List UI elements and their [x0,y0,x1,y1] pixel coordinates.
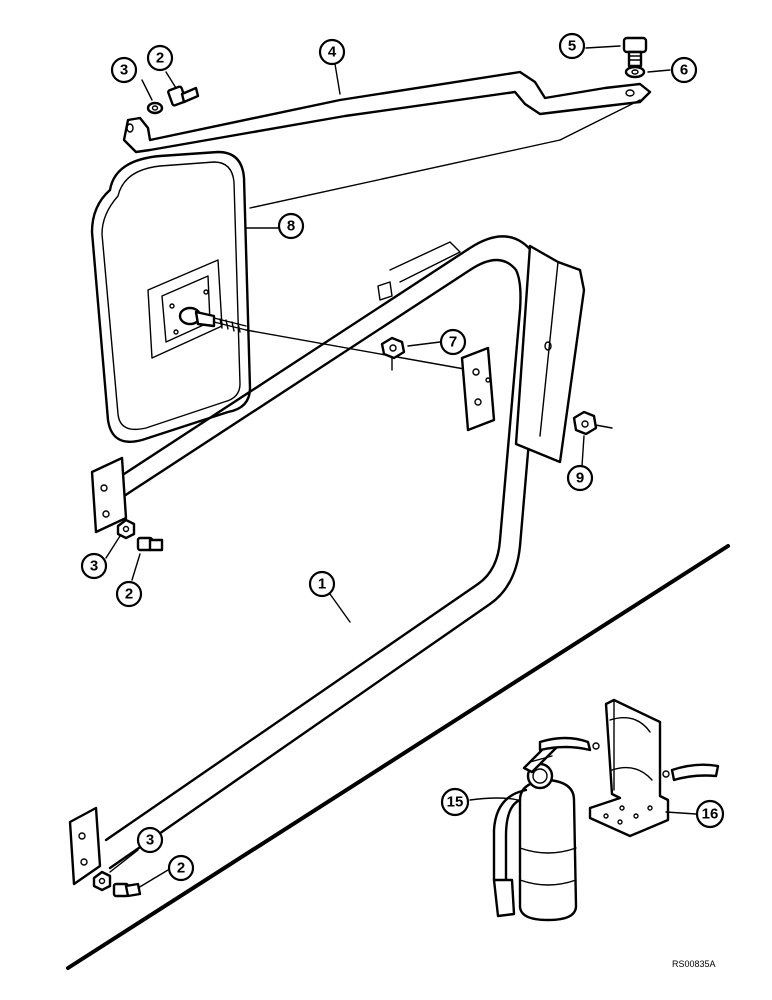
callout-9: 9 [566,464,594,492]
bolt-part-2-upper [167,85,200,107]
nut-part-9 [572,410,598,436]
callout-4: 4 [318,38,346,66]
bolt-part-2-lower [112,882,142,898]
callout-8: 8 [277,212,305,240]
svg-text:5: 5 [568,38,576,55]
mirror-part-8 [90,150,252,443]
svg-text:3: 3 [90,558,98,575]
svg-text:2: 2 [125,586,133,603]
nut-part-3-upper [146,101,164,115]
svg-text:3: 3 [146,832,154,849]
callout-7: 7 [439,328,467,356]
callout-2-lower: 2 [167,854,195,882]
nut-part-3-middle [116,518,136,540]
svg-text:2: 2 [177,860,185,877]
upper-brace-part-4 [122,70,652,154]
svg-text:7: 7 [449,334,457,351]
svg-text:16: 16 [702,806,719,823]
callout-16: 16 [695,799,725,829]
callout-15: 15 [440,787,470,817]
svg-text:15: 15 [447,794,464,811]
callout-3-lower: 3 [136,826,164,854]
callout-3-middle: 3 [80,552,108,580]
nut-part-7 [380,336,406,360]
bolt-part-2-middle [136,536,164,552]
svg-text:4: 4 [328,44,337,61]
callout-2-middle: 2 [115,580,143,608]
callout-leaders [105,45,697,889]
callout-6: 6 [670,56,698,84]
svg-text:3: 3 [120,62,128,79]
svg-text:1: 1 [318,576,326,593]
bolt-part-5 [622,36,648,68]
fire-extinguisher-part-15 [492,742,578,922]
svg-text:9: 9 [576,470,584,487]
callout-1: 1 [308,570,336,598]
extinguisher-bracket-part-16 [538,698,720,838]
callout-3-upper: 3 [110,56,138,84]
callout-2-upper: 2 [146,44,174,72]
reference-code: RS00835A [672,959,716,969]
svg-text:8: 8 [287,218,295,235]
section-divider-line [66,544,730,970]
nut-part-3-lower [92,870,112,892]
washer-part-6 [624,65,646,79]
mounting-bracket [377,241,586,464]
svg-text:6: 6 [680,62,688,79]
svg-text:2: 2 [156,50,164,67]
callout-5: 5 [558,32,586,60]
